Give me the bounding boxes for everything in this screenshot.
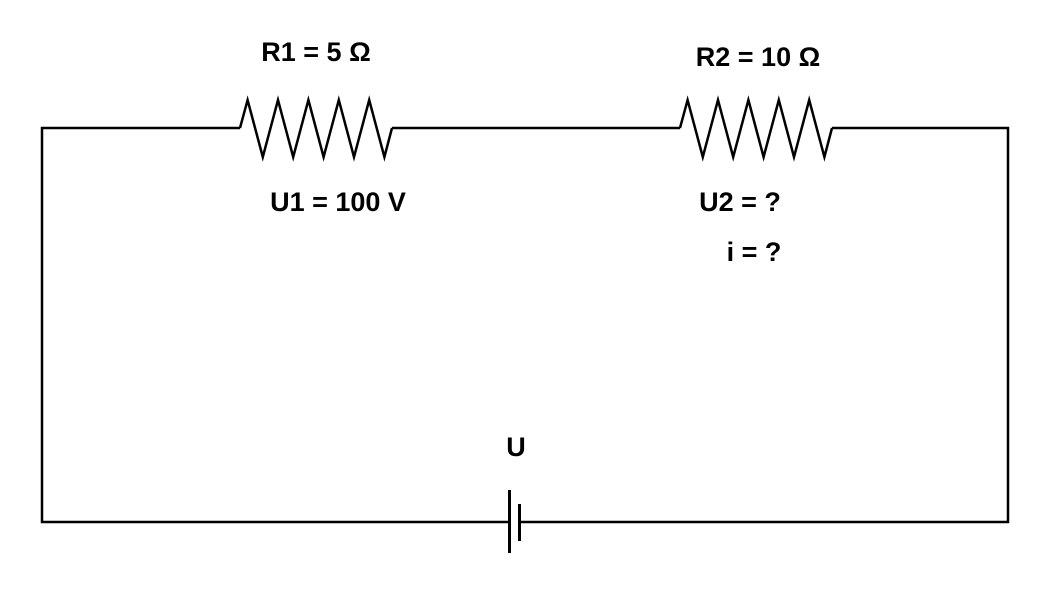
voltage-u2-label: U2 = ? <box>699 187 781 217</box>
voltage-u1-label: U1 = 100 V <box>270 187 406 217</box>
wire-left-bottom <box>40 126 508 524</box>
resistor-r2-symbol <box>678 95 834 162</box>
source-voltage-label: U <box>506 432 526 462</box>
current-label: i = ? <box>726 237 782 267</box>
resistor-r1-label: R1 = 5 Ω <box>261 37 371 67</box>
battery-symbol <box>508 490 521 553</box>
wire-right-bottom <box>520 126 1010 524</box>
resistor-r1-symbol <box>238 95 394 162</box>
resistor-r2-label: R2 = 10 Ω <box>695 42 821 72</box>
